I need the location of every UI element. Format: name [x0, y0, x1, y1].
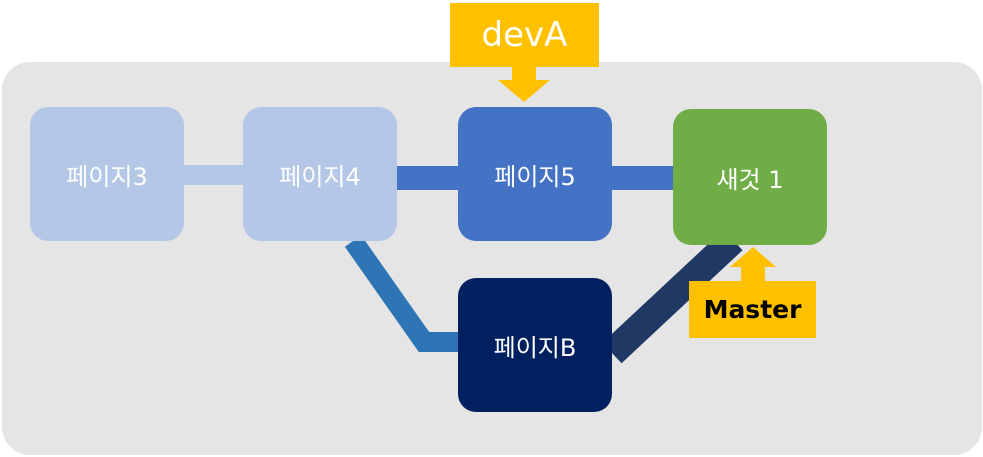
master-pointer-tag: Master — [689, 281, 816, 338]
link-pageB-new1 — [602, 229, 743, 364]
master-label: Master — [703, 295, 802, 324]
node-page3: 페이지3 — [30, 107, 184, 241]
node-new1-label: 새것 1 — [716, 165, 784, 194]
deva-label: devA — [481, 15, 568, 55]
node-page3-label: 페이지3 — [66, 162, 148, 191]
node-page5-label: 페이지5 — [494, 162, 576, 191]
master-arrow-icon — [730, 247, 776, 282]
node-pageB-label: 페이지B — [493, 333, 577, 362]
node-page4: 페이지4 — [243, 107, 397, 241]
deva-pointer-tag: devA — [450, 3, 599, 67]
link-page4-pageB — [344, 235, 458, 352]
node-page5: 페이지5 — [458, 107, 612, 241]
node-new1: 새것 1 — [673, 109, 827, 245]
deva-arrow-icon — [498, 66, 550, 102]
node-pageB: 페이지B — [458, 278, 612, 412]
node-page4-label: 페이지4 — [279, 162, 361, 191]
